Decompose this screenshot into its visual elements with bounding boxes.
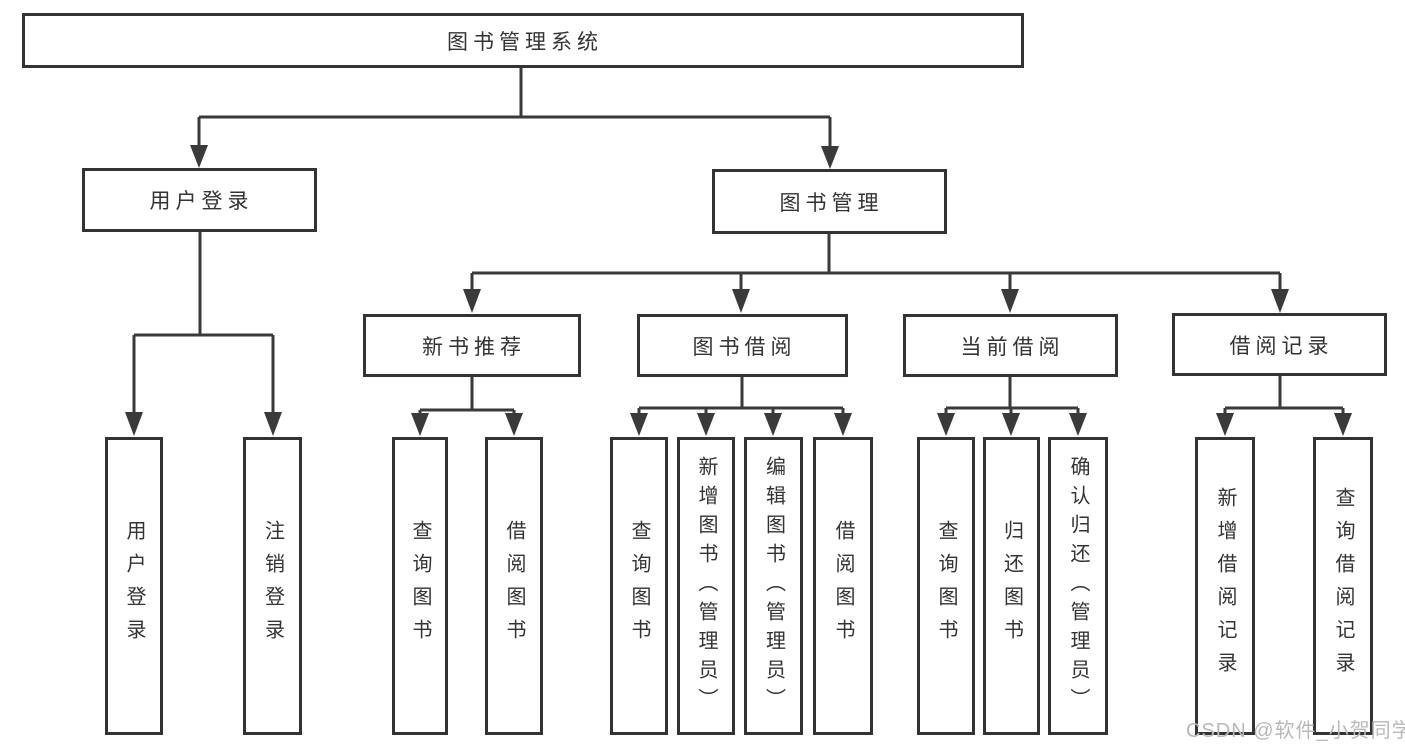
leaf-label: 查询图书 [935, 520, 957, 652]
connector-root-to-level2 [197, 68, 832, 148]
leaf-label: 借阅图书 [503, 520, 525, 652]
leaf-label: 用户登录 [123, 520, 145, 652]
arrowheads-leaves [411, 413, 1352, 436]
arrowheads-user-login-leaves [125, 412, 282, 436]
node-label: 借阅记录 [1229, 334, 1334, 358]
node-new-book-recommend: 新书推荐 [363, 314, 581, 377]
leaf-query-books-borrowing: 查询图书 [610, 437, 668, 735]
node-book-management: 图书管理 [712, 169, 947, 234]
leaf-query-books-current: 查询图书 [917, 437, 975, 735]
leaf-label: 借阅图书 [832, 520, 854, 652]
leaf-label: 确认归还（管理员） [1067, 455, 1089, 717]
connector-book-mgmt-branch [470, 234, 1282, 291]
node-user-login: 用户登录 [82, 168, 317, 232]
node-current-borrowing: 当前借阅 [903, 314, 1118, 377]
leaf-return-books: 归还图书 [983, 437, 1040, 735]
leaf-borrow-books-recommend: 借阅图书 [485, 437, 543, 735]
leaf-add-borrow-record: 新增借阅记录 [1195, 437, 1255, 735]
node-label: 图书管理系统 [447, 30, 603, 54]
leaf-query-borrow-record: 查询借阅记录 [1313, 437, 1373, 735]
leaf-logout: 注销登录 [243, 437, 302, 735]
node-root-system: 图书管理系统 [22, 13, 1024, 68]
node-label: 用户登录 [149, 190, 254, 213]
node-borrowing-records: 借阅记录 [1172, 313, 1387, 376]
node-label: 新书推荐 [422, 335, 526, 359]
leaf-label: 新增借阅记录 [1214, 487, 1236, 685]
arrowheads-level3 [463, 289, 1289, 313]
leaf-label: 归还图书 [1000, 520, 1023, 652]
connector-leaf-branches [418, 376, 1345, 415]
leaf-borrow-books: 借阅图书 [813, 437, 873, 735]
node-label: 当前借阅 [960, 335, 1065, 359]
leaf-edit-books-admin: 编辑图书（管理员） [744, 437, 803, 735]
node-label: 图书管理 [779, 191, 884, 215]
arrowheads-level2 [190, 145, 839, 169]
leaf-label: 注销登录 [261, 520, 284, 652]
leaf-query-books-recommend: 查询图书 [392, 437, 448, 735]
leaf-label: 编辑图书（管理员） [762, 455, 785, 717]
leaf-add-books-admin: 新增图书（管理员） [677, 437, 735, 735]
leaf-label: 查询图书 [628, 520, 650, 652]
leaf-confirm-return-admin: 确认归还（管理员） [1048, 437, 1108, 735]
leaf-label: 新增图书（管理员） [695, 455, 717, 717]
csdn-watermark: CSDN @软件_小贺同学 [1186, 720, 1405, 742]
leaf-label: 查询图书 [409, 520, 431, 652]
connector-user-login-branch [132, 232, 275, 414]
node-label: 图书借阅 [692, 335, 797, 359]
leaf-label: 查询借阅记录 [1332, 487, 1354, 685]
leaf-user-login: 用户登录 [105, 437, 163, 735]
node-book-borrowing: 图书借阅 [637, 314, 848, 377]
